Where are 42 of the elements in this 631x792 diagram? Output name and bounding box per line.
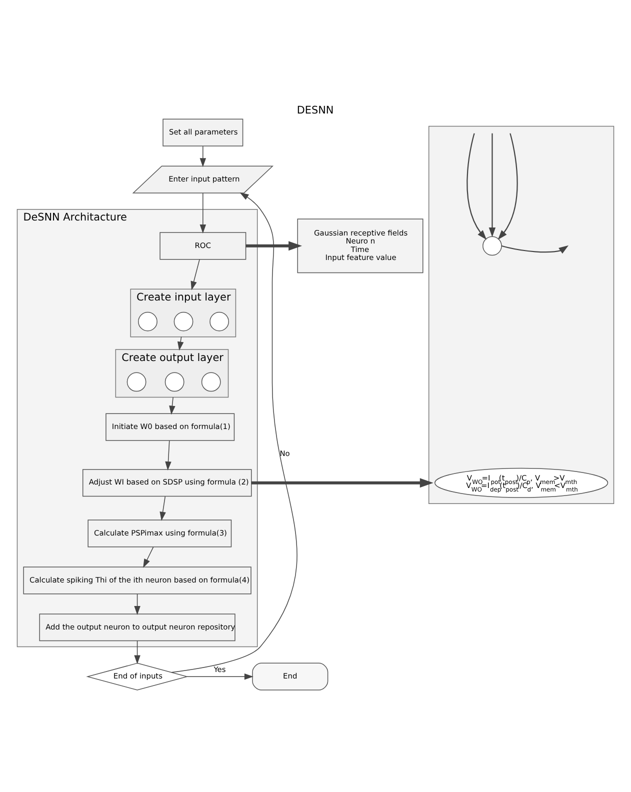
cluster xyxy=(428,126,614,504)
arrow xyxy=(498,133,518,240)
node-box: Adjust WI based on SDSP using formula (2) xyxy=(82,469,252,497)
node-box: ROC xyxy=(160,232,246,260)
edge-label: No xyxy=(280,449,290,458)
node-circle xyxy=(482,236,502,256)
arrow xyxy=(200,146,206,168)
arrow xyxy=(488,133,496,238)
node-circle xyxy=(210,312,229,332)
arrow xyxy=(246,241,302,251)
node-box: Calculate PSPimax using formula(3) xyxy=(88,520,232,548)
node-box: Initiate W0 based on formula(1) xyxy=(106,413,235,441)
arrow xyxy=(134,594,140,615)
arrow xyxy=(186,673,254,680)
node-circle xyxy=(126,372,146,392)
diagram-title: DESNN xyxy=(296,104,334,116)
arrow xyxy=(200,192,206,234)
node-diamond: End of inputs xyxy=(86,662,188,690)
arrow xyxy=(466,133,487,240)
node-box: Calculate spiking Thi of the ith neuron based on formula(4) xyxy=(23,566,252,594)
arrow xyxy=(252,478,434,488)
arrow xyxy=(160,496,166,521)
node-label: Create output layer xyxy=(122,352,224,364)
arrow xyxy=(190,259,200,290)
arrow xyxy=(171,192,298,673)
arrow xyxy=(169,396,176,415)
node-circle xyxy=(138,312,158,332)
node-ellipse: V$_{WO}$=I$_{pot}$(t$_{post}$)/C$_{p}$, V$_{mem}$>V$_{mth}$ V$_{WO}$=I$_{dep}$(t$_{post}$)/C$_{d}$, V$_{mem}$<V$_{mth}$ xyxy=(434,468,608,498)
node-circle xyxy=(174,312,194,332)
edge-label: Yes xyxy=(214,665,226,674)
node-label: Create input layer xyxy=(136,291,231,304)
node-circle xyxy=(201,372,221,392)
node-box: Gaussian receptive fields Neuro n Time Input feature value xyxy=(297,218,424,274)
arrow xyxy=(165,440,172,470)
arrow xyxy=(134,640,140,664)
node-box: Set all parameters xyxy=(162,118,244,146)
cluster xyxy=(115,349,229,398)
cluster xyxy=(130,288,236,338)
node-box: Add the output neuron to output neuron repository xyxy=(39,614,236,642)
node-circle xyxy=(164,372,184,392)
node-box: End xyxy=(252,662,328,690)
arrow xyxy=(143,546,154,568)
